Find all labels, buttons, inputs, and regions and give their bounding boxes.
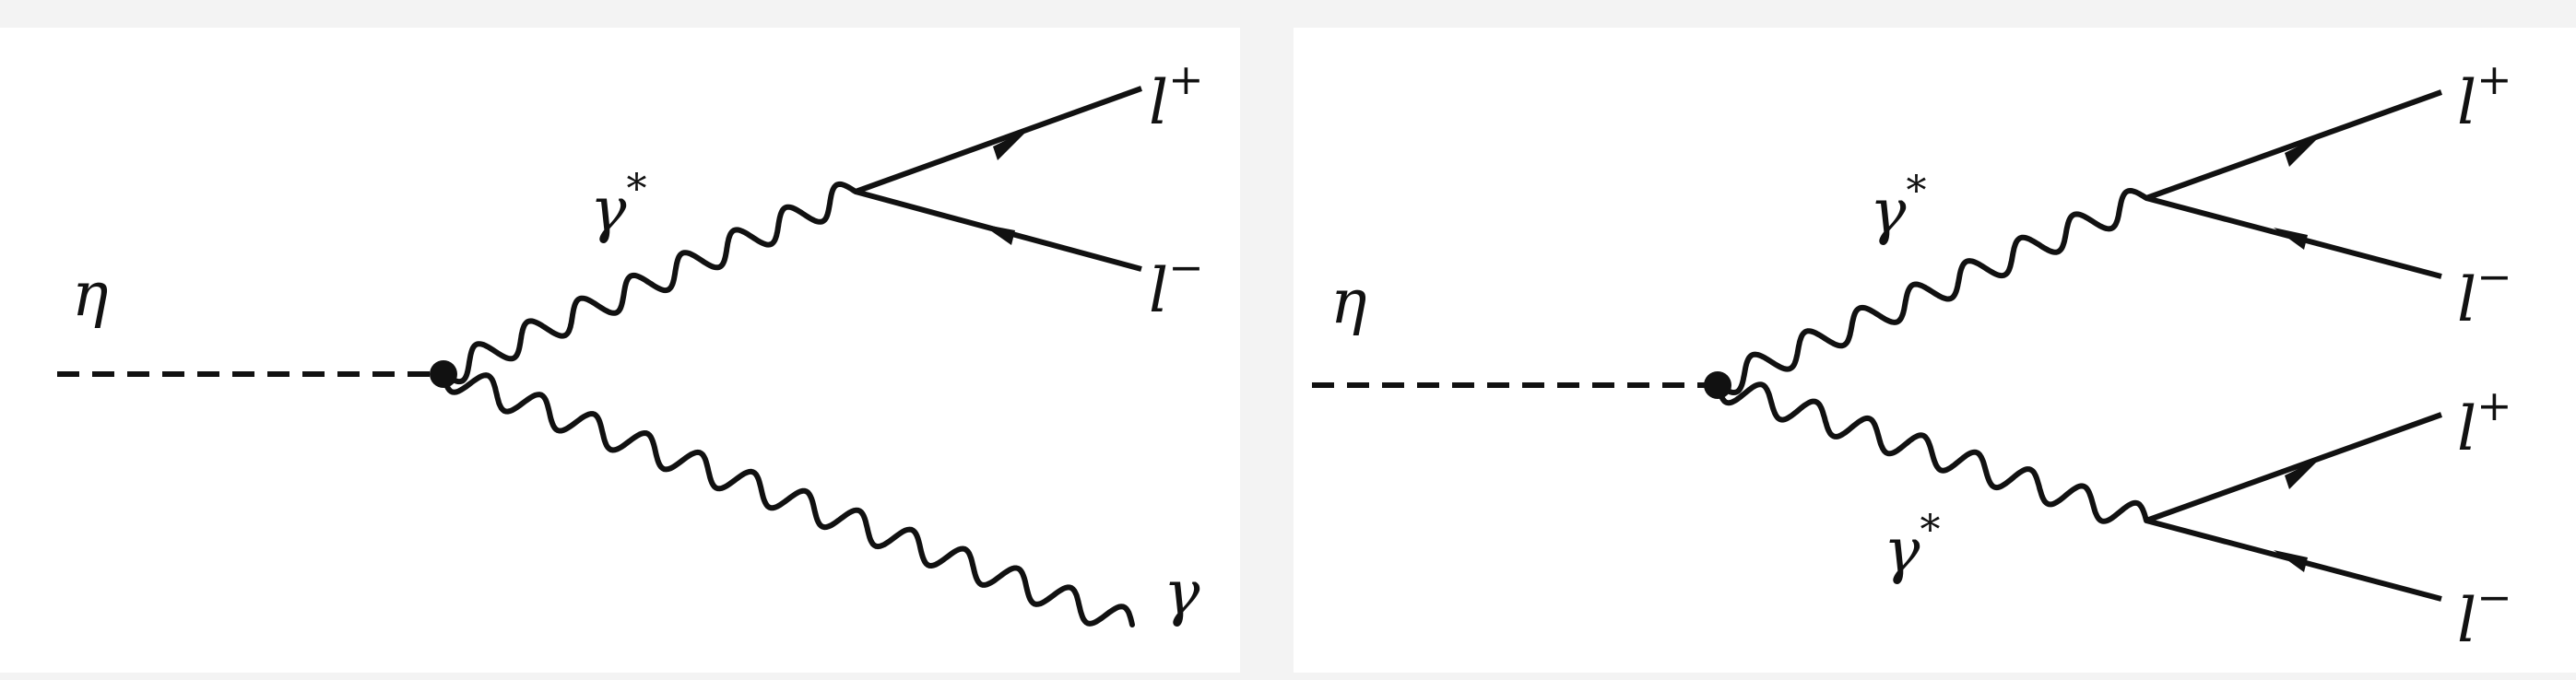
real-photon-label: γ: [1164, 557, 1200, 628]
lower-virtual-photon-label: γ*: [1884, 507, 1940, 586]
eta-label: η: [1330, 266, 1367, 337]
lower-lepton-plus-arrow: [2285, 458, 2321, 489]
diagram-right-svg: η γ* γ* l+ l− l+ l−: [1312, 54, 2512, 656]
real-photon-wavy-line: [441, 371, 1135, 627]
lepton-minus-label: l−: [1149, 242, 1204, 326]
diagram-left-svg: η γ* l+ l− γ: [57, 54, 1204, 628]
lower-virtual-photon-wavy-line: [1715, 381, 2149, 524]
lepton-minus-arrow: [981, 224, 1015, 245]
lepton-plus-label: l+: [1149, 54, 1204, 138]
eta-label: η: [72, 259, 109, 330]
upper-lepton-plus-arrow: [2285, 135, 2321, 167]
lepton-plus-arrow: [993, 129, 1029, 160]
upper-lepton-minus-label: l−: [2457, 252, 2512, 335]
lepton-plus-line: [854, 86, 1143, 194]
upper-virtual-photon-label: γ*: [1870, 168, 1926, 247]
lower-lepton-plus-label: l+: [2457, 381, 2512, 464]
upper-lepton-plus-line: [2145, 89, 2443, 201]
upper-lepton-plus-label: l+: [2457, 54, 2512, 138]
virtual-photon-wavy-line: [441, 181, 858, 385]
lower-lepton-minus-label: l−: [2457, 572, 2512, 656]
diagram-double-dalitz-decay: η γ* γ* l+ l− l+ l−: [1294, 28, 2576, 673]
lower-lepton-minus-arrow: [2274, 550, 2308, 572]
interaction-vertex: [1704, 371, 1731, 399]
lower-lepton-plus-line: [2145, 412, 2443, 523]
upper-virtual-photon-wavy-line: [1715, 187, 2149, 396]
virtual-photon-label: γ*: [590, 166, 646, 245]
interaction-vertex: [430, 360, 457, 388]
upper-lepton-minus-arrow: [2274, 228, 2308, 250]
diagram-dalitz-decay: η γ* l+ l− γ: [0, 28, 1240, 673]
